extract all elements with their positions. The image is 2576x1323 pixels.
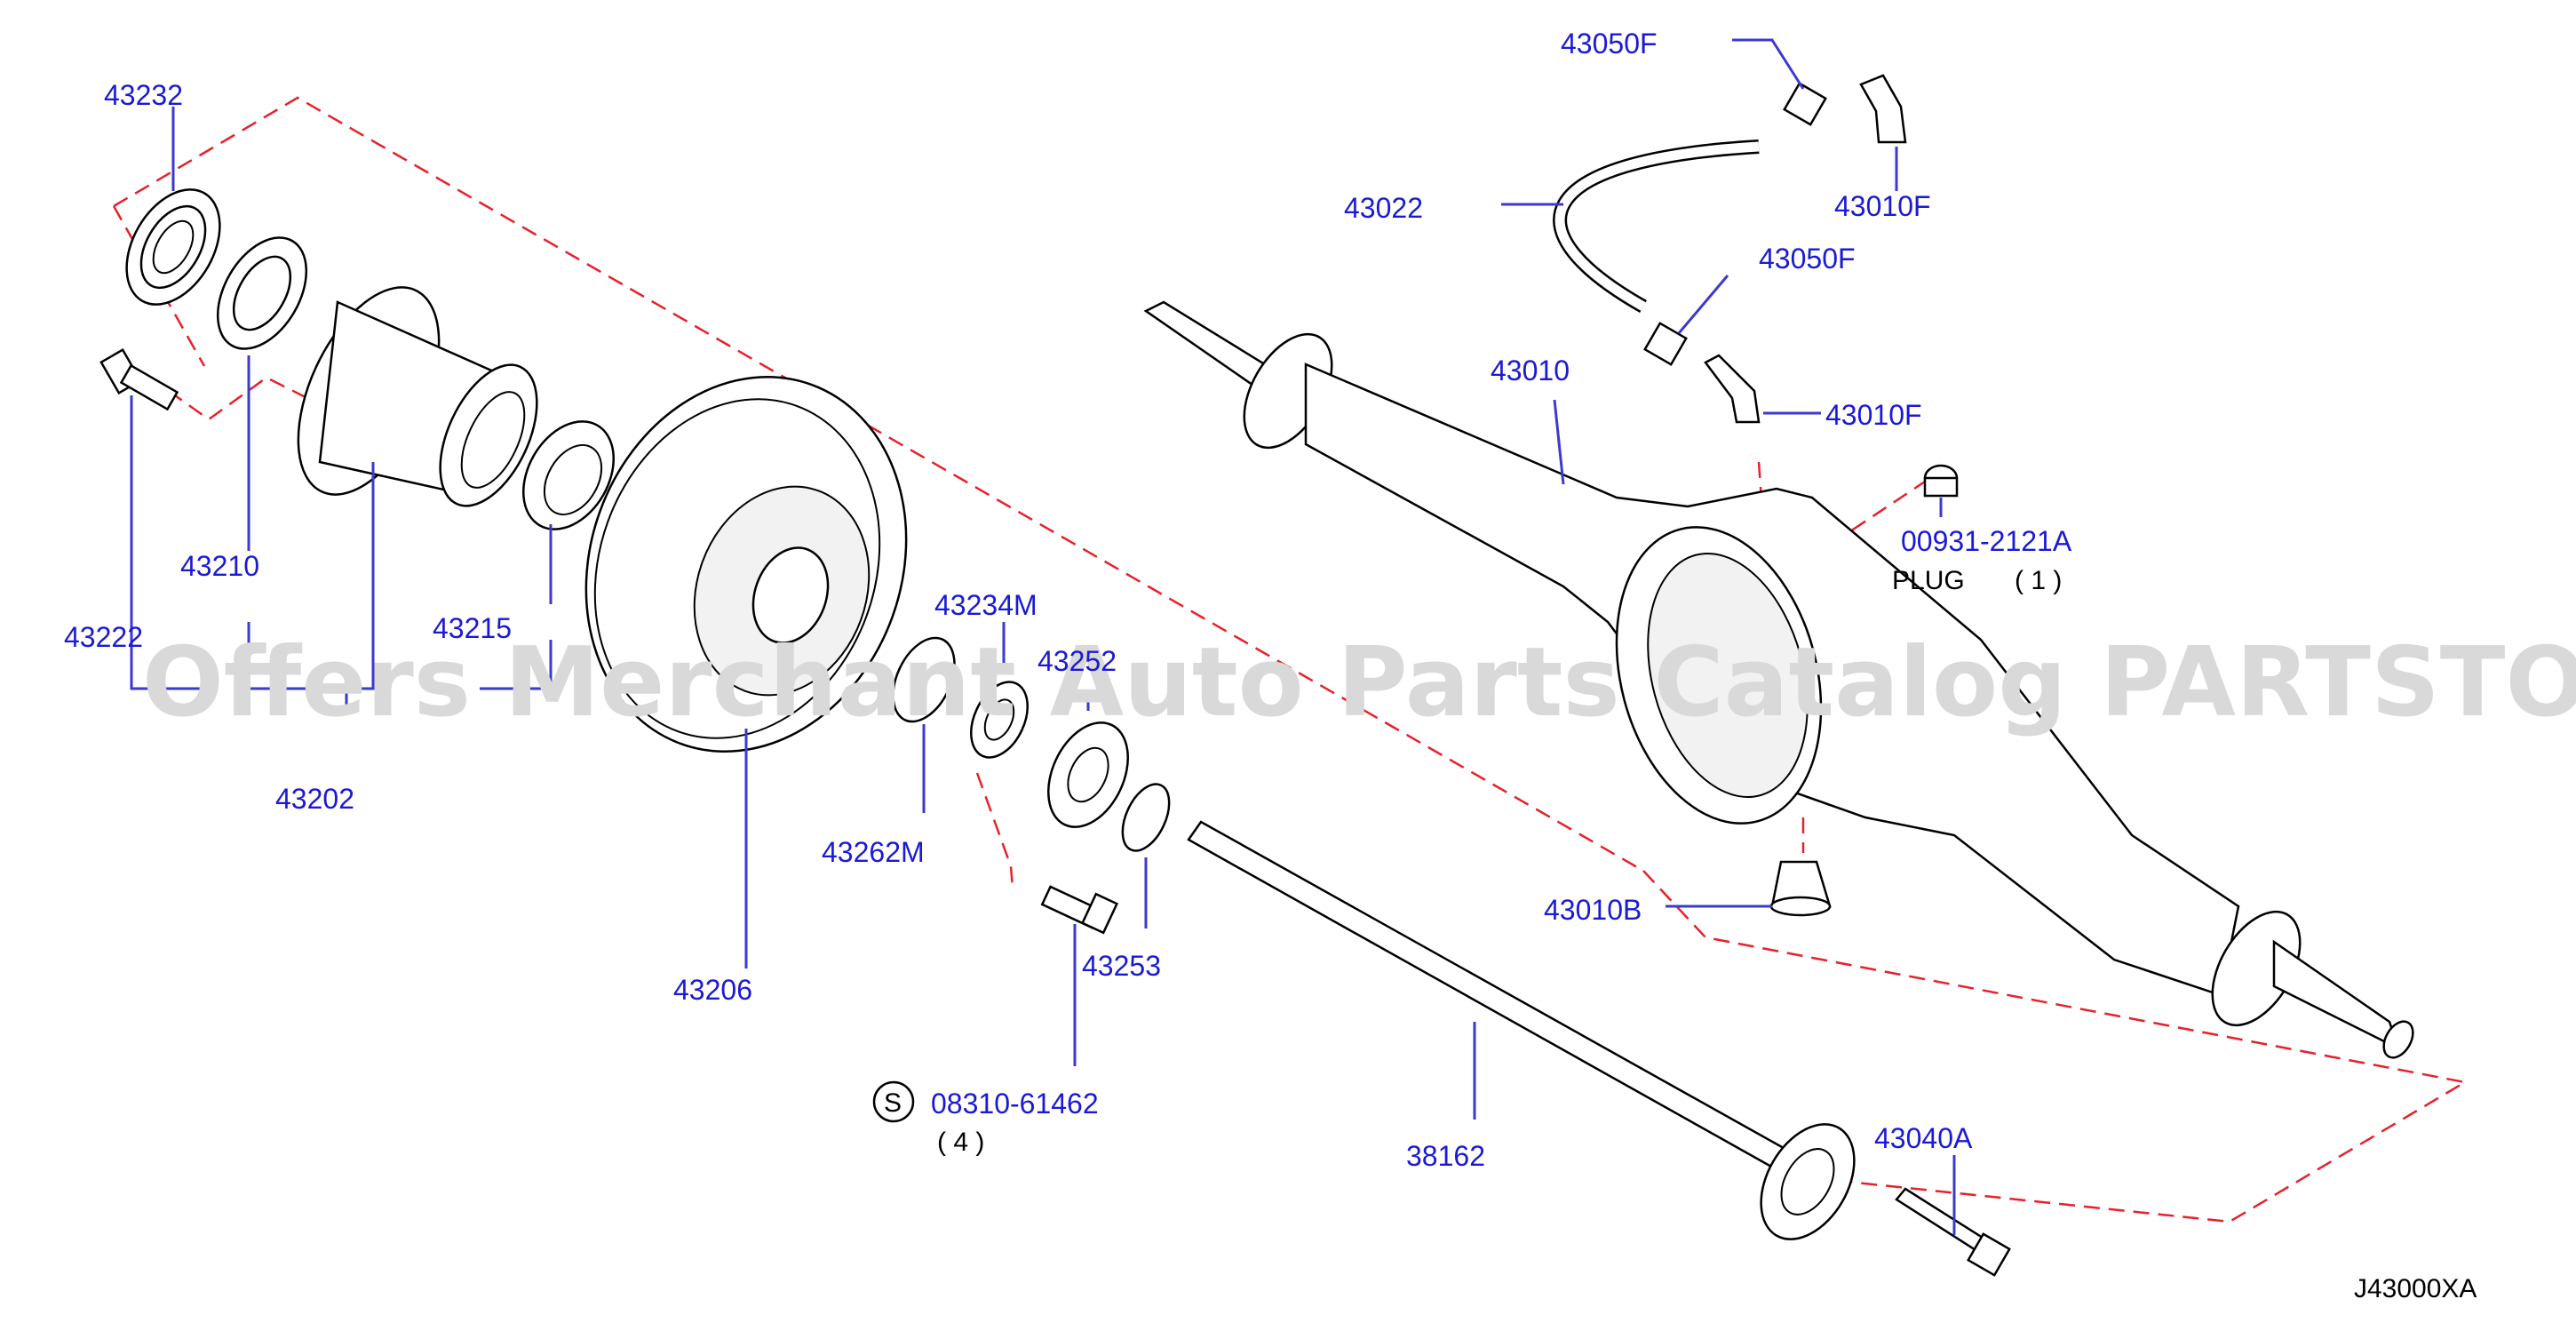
brake-drum-43206: [584, 376, 908, 753]
axle-shaft-38162: [1187, 820, 1856, 1240]
label-43262M[interactable]: 43262M: [822, 836, 925, 868]
label-00931-2121A[interactable]: 00931-2121A: [1901, 525, 2072, 557]
label-43253[interactable]: 43253: [1082, 950, 1161, 982]
bolt-08310-61462: [1040, 885, 1119, 935]
assembly-outline: [112, 96, 2469, 1223]
label-43040A[interactable]: 43040A: [1874, 1122, 1973, 1154]
label-08310-61462[interactable]: 08310-61462: [931, 1088, 1099, 1120]
bolt-43040A: [1895, 1187, 2011, 1277]
label-08310-qty: ( 4 ): [937, 1128, 984, 1157]
plate-43252: [1047, 721, 1129, 828]
lock-washer-43234M: [970, 681, 1029, 759]
watermark-text: Offers Merchant Auto Parts Catalog PARTS…: [142, 627, 2576, 738]
leader-lines: [130, 38, 1956, 1235]
diagram-code: J43000XA: [2354, 1274, 2477, 1303]
label-43234M[interactable]: 43234M: [934, 589, 1038, 621]
seal-43215: [522, 420, 615, 530]
breather-hose-43022: [1553, 139, 1760, 313]
retainer-43262M: [892, 636, 956, 723]
connector-43010F-top: [1859, 74, 1907, 144]
label-43215[interactable]: 43215: [433, 612, 512, 644]
label-43210[interactable]: 43210: [180, 550, 259, 582]
label-43010F-top[interactable]: 43010F: [1834, 190, 1931, 222]
label-plug-qty: ( 1 ): [2015, 566, 2062, 595]
label-38162[interactable]: 38162: [1406, 1140, 1485, 1172]
label-43202[interactable]: 43202: [275, 783, 354, 815]
label-43022[interactable]: 43022: [1344, 192, 1423, 224]
clamp-43050F-top: [1783, 82, 1827, 126]
label-43050F-top[interactable]: 43050F: [1561, 28, 1658, 60]
label-43252[interactable]: 43252: [1038, 645, 1117, 677]
label-43010F-mid[interactable]: 43010F: [1825, 399, 1922, 431]
part-labels: 43232 43210 43222 43215 43202 43206 4323…: [64, 28, 2072, 1172]
o-ring-43253: [1121, 783, 1171, 852]
breather-43010B: [1769, 860, 1832, 917]
clamp-43050F-mid: [1643, 322, 1688, 366]
label-plug: PLUG: [1892, 566, 1965, 595]
label-43232[interactable]: 43232: [104, 79, 183, 111]
bearing-43232: [125, 188, 221, 306]
bearing-43210: [216, 236, 308, 350]
s-symbol-circle: [872, 1080, 915, 1123]
hub-43202: [297, 286, 538, 507]
axle-housing-43010: [1143, 300, 2414, 1059]
wheel-stud-43222: [99, 347, 179, 411]
label-43050F-mid[interactable]: 43050F: [1759, 243, 1856, 275]
plug-00931-2121A: [1923, 464, 1959, 498]
connector-43010F-mid: [1704, 354, 1761, 424]
label-43206[interactable]: 43206: [673, 974, 752, 1006]
label-43010[interactable]: 43010: [1491, 355, 1570, 387]
label-43222[interactable]: 43222: [64, 621, 143, 653]
s-symbol: S: [884, 1088, 902, 1118]
label-43010B[interactable]: 43010B: [1544, 894, 1642, 926]
